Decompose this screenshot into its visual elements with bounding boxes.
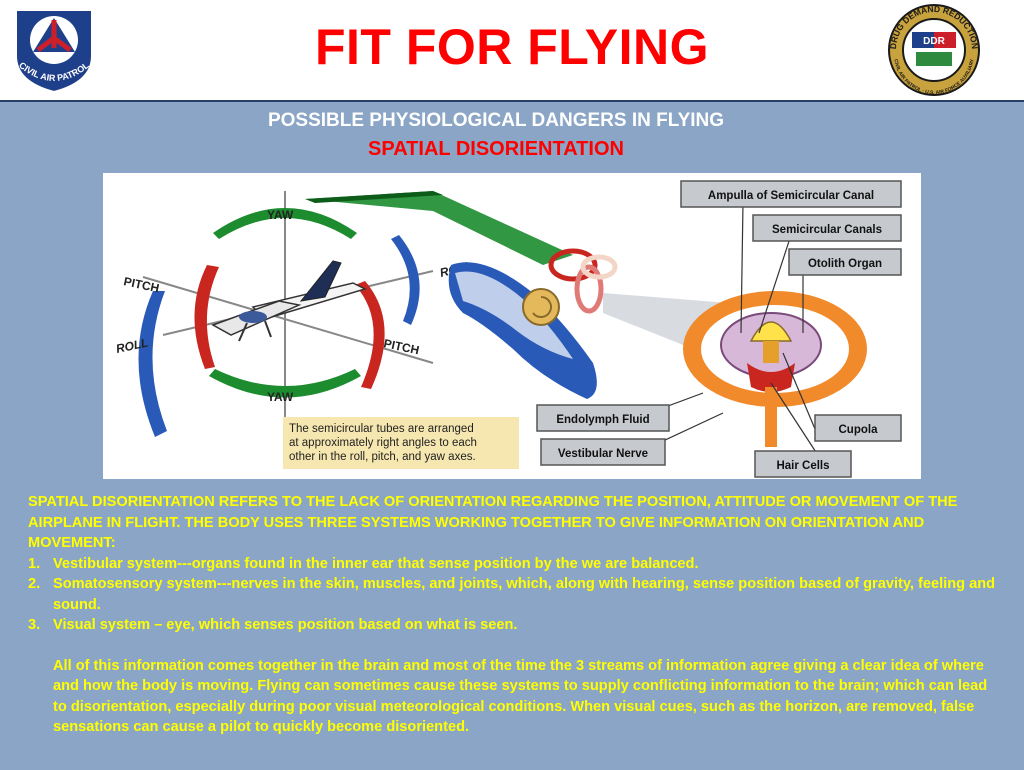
body-text: SPATIAL DISORIENTATION REFERS TO THE LAC… (28, 492, 1003, 738)
airplane-illustration (211, 260, 368, 342)
inner-ear-illustration (448, 248, 618, 399)
list-item-text: Somatosensory system---nerves in the ski… (53, 576, 996, 613)
semicircular-canal-3 (580, 254, 618, 280)
ddr-logo-center-text: DDR (923, 36, 945, 47)
header: CIVIL AIR PATROL FIT FOR FLYING DRUG DEM… (0, 0, 1024, 100)
callout-ampulla: Ampulla of Semicircular Canal (708, 190, 874, 202)
list-item-number: 1. (28, 555, 41, 572)
note-box (283, 417, 519, 469)
spatial-disorientation-diagram: YAW YAW PITCH PITCH ROLL ROLL (103, 173, 921, 479)
intro-paragraph: SPATIAL DISORIENTATION REFERS TO THE LAC… (28, 494, 958, 551)
connector-wedge (305, 191, 573, 265)
semicircular-canal-2 (574, 264, 604, 314)
section-subheading: SPATIAL DISORIENTATION (368, 138, 624, 160)
ampulla-detail-illustration (683, 291, 867, 447)
yaw-ring-bottom (209, 369, 361, 398)
callout-hair-cells: Hair Cells (776, 460, 829, 472)
civil-air-patrol-logo: CIVIL AIR PATROL (15, 9, 93, 94)
list-item-text: Vestibular system---organs found in the … (53, 555, 699, 572)
list-item-number: 3. (28, 617, 41, 633)
callout-vestibular-nerve: Vestibular Nerve (558, 448, 648, 460)
drug-demand-reduction-logo: DRUG DEMAND REDUCTION CIVIL AIR PATROL ·… (872, 2, 996, 100)
list-item: 2. Somatosensory system---nerves in the … (28, 574, 1003, 615)
note-line-2: at approximately right angles to each (289, 437, 477, 449)
yaw-top-label: YAW (267, 208, 294, 222)
callout-otolith-organ: Otolith Organ (808, 258, 882, 270)
roll-ring-left (138, 291, 167, 437)
callout-semicircular-canals: Semicircular Canals (772, 224, 882, 236)
section-heading: POSSIBLE PHYSIOLOGICAL DANGERS IN FLYING (267, 110, 725, 131)
callout-cupola: Cupola (839, 424, 879, 436)
list-item: 3. Visual system – eye, which senses pos… (28, 615, 1003, 636)
callout-endolymph-fluid: Endolymph Fluid (556, 414, 649, 426)
pitch-ring-left (194, 265, 219, 369)
note-line-1: The semicircular tubes are arranged (289, 423, 474, 435)
note-line-3: other in the roll, pitch, and yaw axes. (289, 451, 476, 463)
list-item-text: Visual system – eye, which senses positi… (53, 617, 518, 633)
roll-left-label: ROLL (115, 335, 150, 355)
cochlea (522, 288, 560, 326)
closing-paragraph: All of this information comes together i… (53, 657, 988, 736)
roll-ring-right (391, 235, 420, 325)
pitch-ring-right (355, 281, 385, 389)
page-title: FIT FOR FLYING (314, 19, 710, 75)
pitch-left-label: PITCH (122, 274, 160, 295)
list-item: 1. Vestibular system---organs found in t… (28, 554, 1003, 575)
list-item-number: 2. (28, 576, 41, 592)
content-panel: POSSIBLE PHYSIOLOGICAL DANGERS IN FLYING… (0, 100, 1024, 770)
yaw-ring-top (213, 208, 357, 239)
pitch-axis-line (142, 276, 434, 364)
hair-cells-shape (747, 363, 795, 392)
yaw-bottom-label: YAW (267, 390, 294, 404)
semicircular-canal-1 (548, 248, 598, 282)
